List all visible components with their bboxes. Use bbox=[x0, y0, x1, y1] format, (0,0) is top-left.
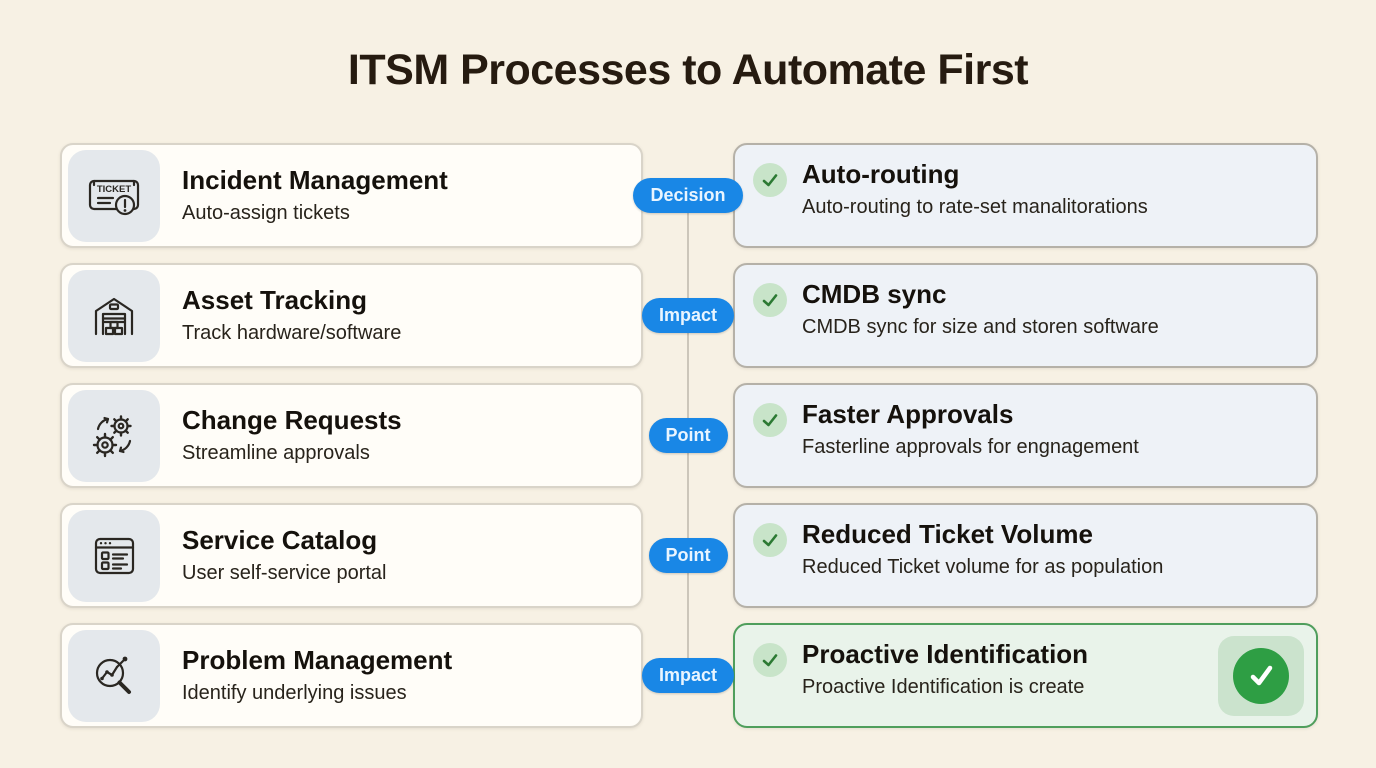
card-subtitle: Track hardware/software bbox=[182, 321, 402, 344]
connector-cell: Point bbox=[643, 503, 733, 608]
benefit-card-proactive-identification: Proactive Identification Proactive Ident… bbox=[733, 623, 1318, 728]
benefit-card-reduced-ticket-volume: Reduced Ticket Volume Reduced Ticket vol… bbox=[733, 503, 1318, 608]
row-problem-management: Problem Management Identify underlying i… bbox=[60, 623, 1318, 728]
card-subtitle: Streamline approvals bbox=[182, 441, 370, 464]
ticket-icon: TICKET bbox=[68, 149, 160, 242]
card-subtitle: CMDB sync for size and storen software bbox=[802, 315, 1159, 338]
card-title: Asset Tracking bbox=[182, 285, 367, 316]
process-card-service-catalog: Service Catalog User self-service portal bbox=[60, 503, 643, 608]
card-subtitle: Fasterline approvals for engnagement bbox=[802, 435, 1139, 458]
success-check-icon bbox=[1233, 647, 1289, 704]
connector-cell: Impact bbox=[641, 263, 735, 368]
process-card-problem-management: Problem Management Identify underlying i… bbox=[60, 623, 643, 728]
card-title: Reduced Ticket Volume bbox=[802, 519, 1093, 549]
benefit-card-cmdb-sync: CMDB sync CMDB sync for size and storen … bbox=[733, 263, 1318, 368]
card-title: Proactive Identification bbox=[802, 639, 1089, 669]
check-icon bbox=[753, 163, 787, 197]
row-change-requests: Change Requests Streamline approvals Poi… bbox=[60, 383, 1318, 488]
gears-icon bbox=[68, 389, 160, 482]
card-title: Problem Management bbox=[182, 645, 453, 676]
check-icon bbox=[753, 403, 787, 437]
card-subtitle: Proactive Identification is create bbox=[802, 675, 1085, 698]
card-subtitle: Auto-routing to rate-set manalitorations bbox=[802, 195, 1148, 218]
card-subtitle: Identify underlying issues bbox=[182, 681, 407, 704]
card-title: Faster Approvals bbox=[802, 399, 1014, 429]
card-subtitle: Reduced Ticket volume for as population bbox=[802, 555, 1164, 578]
card-title: Incident Management bbox=[182, 165, 448, 196]
check-icon bbox=[753, 643, 787, 677]
benefit-card-faster-approvals: Faster Approvals Fasterline approvals fo… bbox=[733, 383, 1318, 488]
service-catalog-icon bbox=[68, 509, 160, 602]
connector-cell: Decision bbox=[633, 143, 743, 248]
connector-pill: Impact bbox=[641, 658, 735, 693]
card-title: CMDB sync bbox=[802, 279, 947, 309]
row-asset-tracking: Asset Tracking Track hardware/software I… bbox=[60, 263, 1318, 368]
warehouse-icon bbox=[68, 269, 160, 362]
connector-pill: Decision bbox=[633, 178, 743, 213]
card-title: Auto-routing bbox=[802, 159, 960, 189]
process-card-incident-management: TICKET Incident Management Auto-assign t… bbox=[60, 143, 643, 248]
check-icon bbox=[753, 283, 787, 317]
svg-text:TICKET: TICKET bbox=[97, 184, 132, 195]
process-card-change-requests: Change Requests Streamline approvals bbox=[60, 383, 643, 488]
connector-pill: Impact bbox=[641, 298, 735, 333]
connector-pill: Point bbox=[648, 418, 728, 453]
benefit-card-auto-routing: Auto-routing Auto-routing to rate-set ma… bbox=[733, 143, 1318, 248]
row-service-catalog: Service Catalog User self-service portal… bbox=[60, 503, 1318, 608]
rows-container: TICKET Incident Management Auto-assign t… bbox=[60, 143, 1318, 728]
check-icon bbox=[753, 523, 787, 557]
connector-pill: Point bbox=[648, 538, 728, 573]
row-incident-management: TICKET Incident Management Auto-assign t… bbox=[60, 143, 1318, 248]
card-title: Change Requests bbox=[182, 405, 402, 436]
card-subtitle: User self-service portal bbox=[182, 561, 387, 584]
connector-cell: Impact bbox=[641, 623, 735, 728]
process-card-asset-tracking: Asset Tracking Track hardware/software bbox=[60, 263, 643, 368]
magnifier-chart-icon bbox=[68, 629, 160, 722]
card-subtitle: Auto-assign tickets bbox=[182, 201, 350, 224]
connector-cell: Point bbox=[643, 383, 733, 488]
success-check-badge bbox=[1218, 635, 1304, 716]
card-title: Service Catalog bbox=[182, 525, 378, 556]
page-title: ITSM Processes to Automate First bbox=[347, 46, 1029, 94]
